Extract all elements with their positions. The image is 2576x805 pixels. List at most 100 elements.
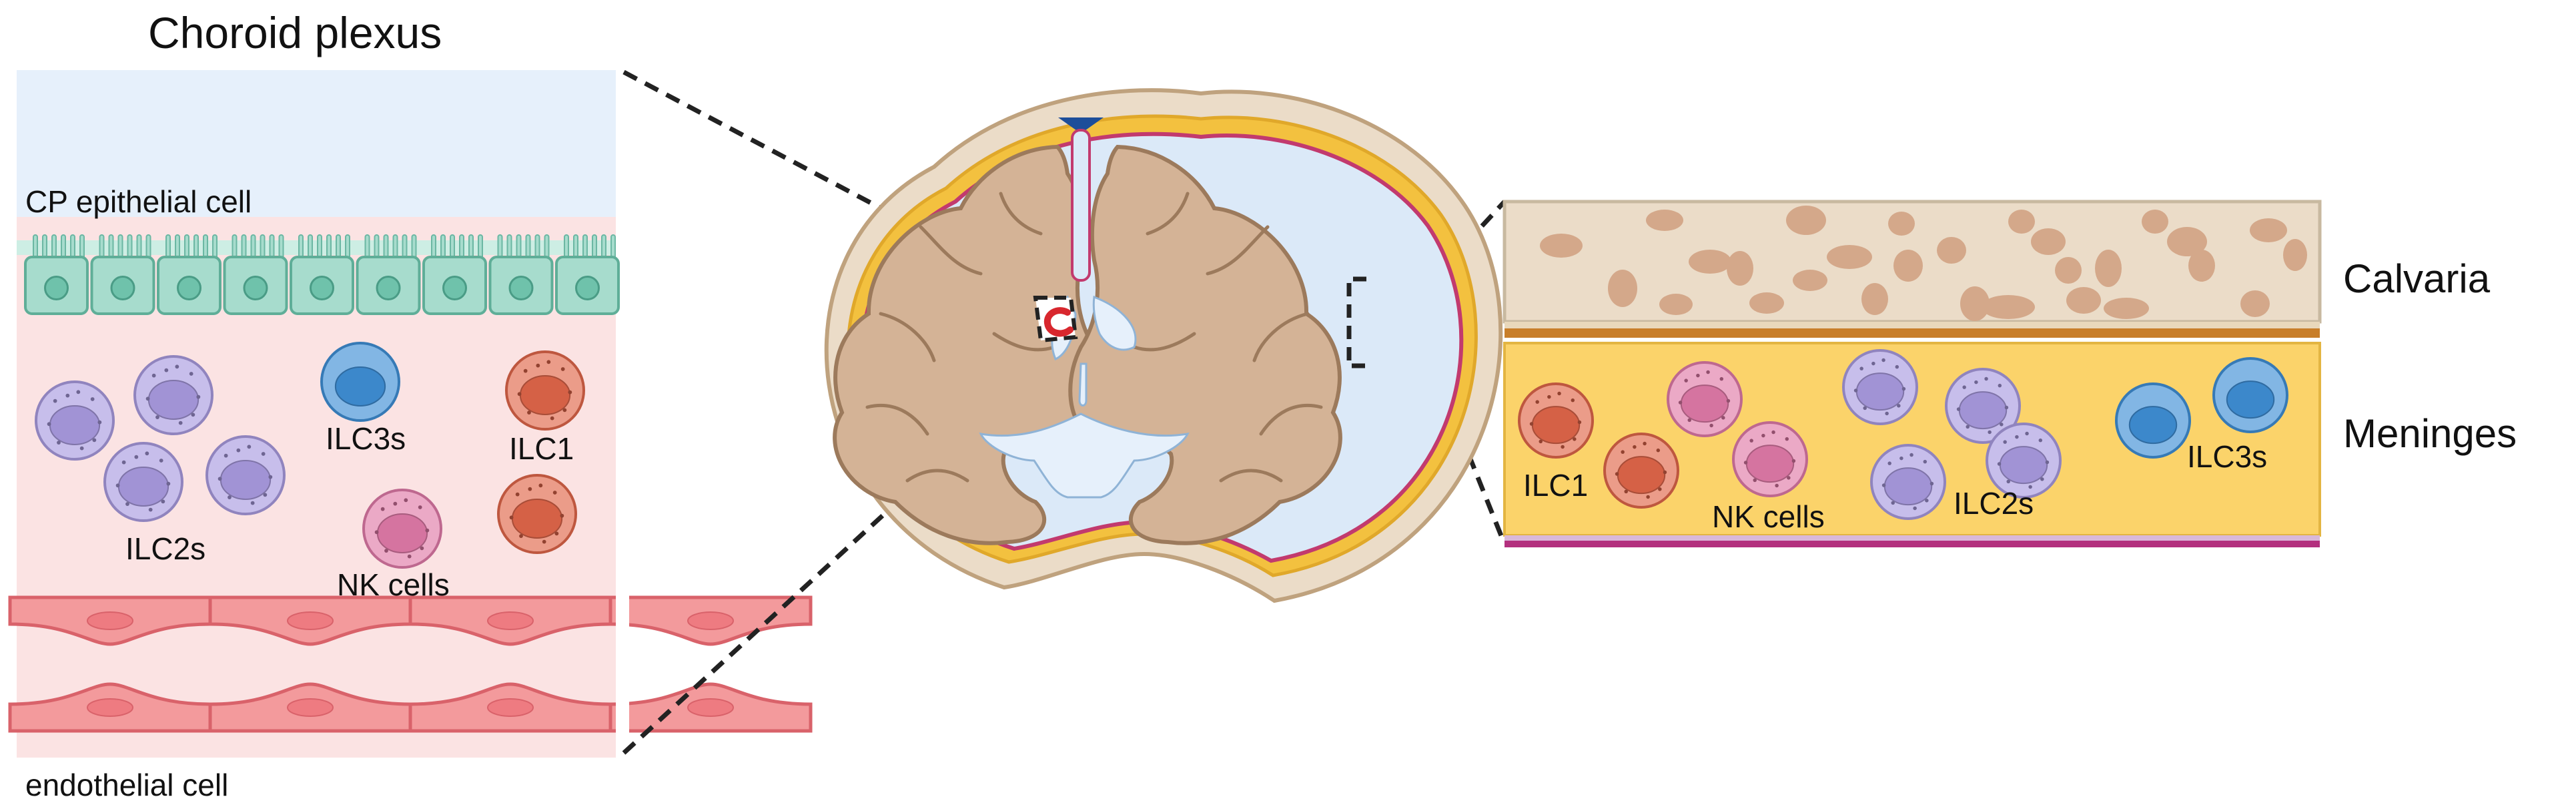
bone-marrow-cavity xyxy=(1646,210,1683,231)
left-hemisphere xyxy=(833,144,1107,545)
cp-epithelial-cell xyxy=(223,234,288,315)
bone-marrow-cavity xyxy=(1689,250,1731,274)
bone-marrow-cavity xyxy=(1827,245,1872,269)
endothelial-cell xyxy=(208,595,412,646)
basal-cistern xyxy=(979,413,1190,499)
endothelial-cell xyxy=(8,595,212,646)
cp-epithelial-cell xyxy=(422,234,487,315)
endothelial-cell xyxy=(208,682,412,733)
choroid-plexus-marker xyxy=(1043,307,1074,337)
endothelial-cell xyxy=(408,682,612,733)
endothelial-cell xyxy=(408,595,612,646)
choroid-plexus-panel: Choroid plexus CP epithelial cell endoth… xyxy=(8,8,813,802)
left-immune-cells xyxy=(35,342,585,569)
cp-epithelial-cell-label: CP epithelial cell xyxy=(25,184,252,219)
meninges-label: Meninges xyxy=(2343,411,2517,456)
cp-epithelial-cell xyxy=(488,234,554,315)
immune-cell-nk-cells xyxy=(1732,421,1808,497)
endothelial-cell xyxy=(608,682,813,733)
meninges-zoom-bracket xyxy=(1346,276,1366,368)
immune-cell-ilc2s xyxy=(1842,349,1918,425)
pia-line-inner xyxy=(1505,541,2320,547)
endothelial-cell xyxy=(608,595,813,646)
immune-cell-ilc2s xyxy=(1870,444,1946,520)
immune-cell-ilc1 xyxy=(1518,382,1594,459)
bone-marrow-cavity xyxy=(2031,228,2066,255)
immune-cell-ilc3s xyxy=(2115,382,2191,459)
bone-marrow-cavity xyxy=(2142,210,2168,234)
cp-epithelial-cell xyxy=(24,234,89,315)
cp-epithelial-cell xyxy=(157,234,222,315)
cp-epithelial-cell xyxy=(90,234,155,315)
immune-cell-ilc1 xyxy=(497,474,577,554)
right-immune-cells xyxy=(1518,349,2288,520)
immune-cell-nk-cells xyxy=(362,489,442,569)
endothelium xyxy=(8,594,813,758)
calvaria-label: Calvaria xyxy=(2343,256,2491,301)
third-ventricle xyxy=(1078,362,1088,407)
bone-marrow-cavity xyxy=(2250,218,2287,242)
bone-marrow-cavity xyxy=(2066,287,2101,314)
right-hemisphere xyxy=(1068,144,1342,545)
bone-marrow-cavity xyxy=(1727,251,1753,286)
endothelial-cell xyxy=(8,682,212,733)
bone-marrow-cavity xyxy=(2008,210,2035,234)
interhemispheric-fissure xyxy=(1071,129,1091,282)
pia-line-outer xyxy=(1505,535,2320,541)
bone-marrow-cavity xyxy=(1960,286,1990,321)
bone-marrow-cavity xyxy=(1982,295,2035,319)
bone-marrow-cavity xyxy=(1893,250,1923,282)
dura-line xyxy=(1505,328,2320,338)
immune-cell-ilc2s xyxy=(35,380,115,461)
bone-marrow-cavity xyxy=(2283,239,2307,271)
meninges-panel: Calvaria Meninges ILC1 NK cells ILC2s IL… xyxy=(1502,200,2517,547)
choroid-plexus-title: Choroid plexus xyxy=(148,8,442,57)
superior-sagittal-sinus xyxy=(1058,117,1104,133)
immune-cell-ilc2s xyxy=(205,435,286,515)
bone-marrow-cavity xyxy=(2095,250,2122,287)
lateral-ventricle-right xyxy=(1092,295,1137,351)
brain-sulci xyxy=(865,192,1323,483)
cp-epithelial-cell xyxy=(356,234,421,315)
immune-cell-ilc1 xyxy=(1603,433,1679,509)
right-ilc1-label: ILC1 xyxy=(1523,468,1588,503)
cp-epithelial-cell xyxy=(290,234,354,315)
immune-cell-ilc3s xyxy=(2212,357,2288,433)
immune-cell-ilc2s xyxy=(103,442,183,522)
bone-marrow-cavity xyxy=(1793,270,1827,291)
bone-marrow-cavity xyxy=(1659,294,1693,315)
bone-marrow-cavity xyxy=(2055,257,2082,284)
endothelial-cell-label: endothelial cell xyxy=(25,768,228,802)
brain-cross-section xyxy=(824,88,1503,603)
bone-marrow-cavity xyxy=(1861,283,1888,315)
bone-marrow-cavity xyxy=(1888,212,1915,236)
immune-cell-ilc2s xyxy=(1945,368,2021,444)
bone-marrow-cavities xyxy=(1540,206,2307,321)
csf-region xyxy=(17,70,616,217)
right-ilc2s-label: ILC2s xyxy=(1954,486,2034,521)
cp-epithelium xyxy=(17,234,620,315)
bone-marrow-cavity xyxy=(1540,234,1583,258)
immune-cell-ilc1 xyxy=(505,350,585,431)
bone-marrow-cavity xyxy=(1749,292,1784,314)
immune-cell-nk-cells xyxy=(1667,361,1743,437)
bone-marrow-cavity xyxy=(2240,290,2270,317)
bone-marrow-cavity xyxy=(2188,250,2215,282)
left-ilc1-label: ILC1 xyxy=(509,431,574,466)
immune-cell-ilc2s xyxy=(1986,423,2062,499)
bone-marrow-cavity xyxy=(2104,298,2149,319)
left-ilc2s-label: ILC2s xyxy=(125,531,205,566)
immune-cell-ilc2s xyxy=(133,355,213,435)
cp-epithelial-cell xyxy=(555,234,620,315)
bone-marrow-cavity xyxy=(2167,227,2207,256)
bone-marrow-cavity xyxy=(1608,270,1637,307)
bone-marrow-cavity xyxy=(1786,206,1826,235)
bone-gap xyxy=(1505,322,2320,328)
left-nk-cells-label: NK cells xyxy=(337,567,450,602)
bone-marrow-cavity xyxy=(1937,237,1966,264)
right-ilc3s-label: ILC3s xyxy=(2187,439,2267,474)
immune-cell-ilc3s xyxy=(320,342,400,422)
left-ilc3s-label: ILC3s xyxy=(326,421,406,456)
right-nk-cells-label: NK cells xyxy=(1712,499,1825,534)
